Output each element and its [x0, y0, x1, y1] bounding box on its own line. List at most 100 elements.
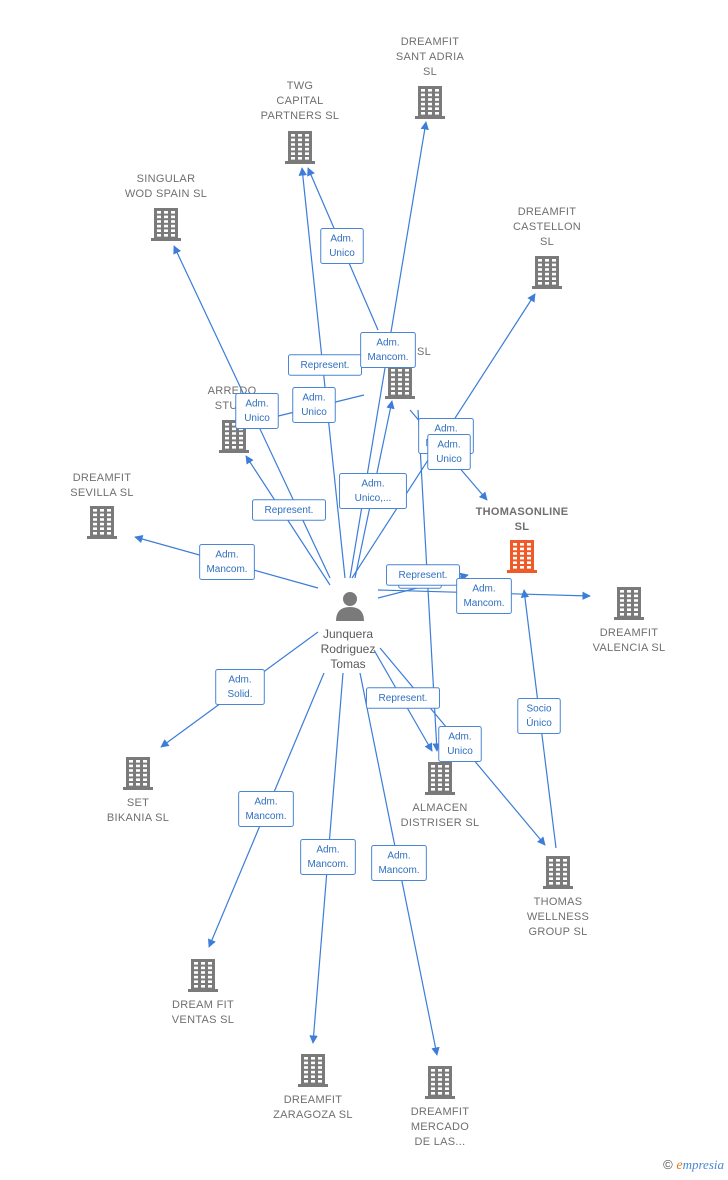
- svg-text:Adm.Mancom.: Adm.Mancom.: [463, 584, 504, 610]
- svg-text:Adm.Unico: Adm.Unico: [436, 440, 462, 466]
- company-castellon-building-icon[interactable]: [532, 256, 562, 289]
- edge-label-solid[interactable]: Adm. Solid.: [215, 669, 265, 705]
- company-label-line: DREAM FIT: [172, 999, 234, 1011]
- svg-text:Adm.Unico: Adm.Unico: [329, 234, 355, 260]
- svg-text:Adm.Mancom.: Adm. Mancom.: [245, 797, 286, 823]
- edge-labels-layer: Adm.UnicoRepresent.Adm.Mancom.Adm.UnicoA…: [199, 228, 561, 881]
- company-twg-building-icon[interactable]: [285, 131, 315, 164]
- company-label-line: THOMASONLINE: [476, 506, 569, 518]
- company-label-line: BIKANIA SL: [107, 812, 169, 824]
- company-zaragoza-label[interactable]: DREAMFIT ZARAGOZA SL: [273, 1094, 353, 1121]
- edge-label-line: Adm.: [376, 338, 399, 349]
- company-bikania-label[interactable]: SET BIKANIA SL: [107, 797, 169, 824]
- edge-label-represent-right[interactable]: Represent.: [386, 564, 460, 586]
- edge-label-line: Mancom.: [245, 811, 286, 822]
- company-label-line: DREAMFIT: [411, 1106, 470, 1118]
- svg-text:Represent.: Represent.: [399, 570, 448, 581]
- edge-label-mancom-top[interactable]: Adm. Mancom.: [360, 332, 416, 368]
- edge-label-unico-distriser[interactable]: Adm.Unico: [438, 726, 482, 762]
- company-label-line: DREAMFIT: [401, 36, 460, 48]
- edge-label-line: Solid.: [227, 689, 252, 700]
- company-sant-adria-building-icon[interactable]: [415, 86, 445, 119]
- company-zaragoza-building-icon[interactable]: [298, 1054, 328, 1087]
- company-label-line: DREAMFIT: [518, 206, 577, 218]
- edge-label-mancom-sevilla[interactable]: Adm.Mancom.: [199, 544, 255, 580]
- company-label-line: SL: [515, 521, 530, 533]
- company-label-line: SINGULAR: [137, 173, 196, 185]
- edge-label-line: Único: [526, 716, 552, 729]
- edge-label-represent-top[interactable]: Represent.: [288, 354, 362, 376]
- company-center-sl-label[interactable]: SL: [417, 346, 431, 358]
- edge-label-unico-dots[interactable]: Adm.Unico,...: [339, 473, 407, 509]
- edge-label-mancom-ventas[interactable]: Adm. Mancom.: [238, 791, 294, 827]
- svg-text:Adm.Unico: Adm.Unico: [301, 393, 327, 419]
- company-label-line: PARTNERS SL: [261, 110, 340, 122]
- company-label-line: SL: [540, 236, 554, 248]
- company-distriser-building-icon[interactable]: [425, 762, 455, 795]
- person-name-line: Tomas: [330, 657, 365, 671]
- company-label-line: SET: [127, 797, 149, 809]
- edge-label-line: Unico,...: [355, 493, 392, 504]
- company-label-line: ZARAGOZA SL: [273, 1109, 353, 1121]
- brand-logo-text: mpresia: [682, 1157, 724, 1172]
- company-thomasonline-building-icon[interactable]: [507, 540, 537, 573]
- edge-label-line: Adm.: [228, 675, 251, 686]
- company-label-line: MERCADO: [411, 1121, 469, 1133]
- company-mercado-label[interactable]: DREAMFIT MERCADO DE LAS...: [411, 1106, 470, 1148]
- company-label-line: DREAMFIT: [284, 1094, 343, 1106]
- svg-text:Represent.: Represent.: [301, 360, 350, 371]
- company-thomasonline-label[interactable]: THOMASONLINE SL: [476, 506, 569, 533]
- company-valencia-building-icon[interactable]: [614, 587, 644, 620]
- company-label-line: DREAMFIT: [600, 627, 659, 639]
- edge-label-twg[interactable]: Adm.Unico: [320, 228, 364, 264]
- company-ventas-building-icon[interactable]: [188, 959, 218, 992]
- company-bikania-building-icon[interactable]: [123, 757, 153, 790]
- company-label-line: DISTRISER SL: [401, 817, 480, 829]
- company-mercado-building-icon[interactable]: [425, 1066, 455, 1099]
- edge-label-unico-thomas[interactable]: Adm.Unico: [427, 434, 471, 470]
- company-label-line: CAPITAL: [276, 95, 323, 107]
- edge-label-mancom-mercado[interactable]: Adm.Mancom.: [371, 845, 427, 881]
- svg-text:Adm.Unico,...: Adm.Unico,...: [355, 479, 392, 505]
- company-label-line: SL: [417, 346, 431, 358]
- company-center-sl-building-icon[interactable]: [385, 366, 415, 399]
- svg-text:Adm.Mancom.: Adm.Mancom.: [206, 550, 247, 576]
- edge-label-line: Adm.: [387, 851, 410, 862]
- edge-label-line: Represent.: [301, 360, 350, 371]
- edge-label-line: Adm.: [245, 399, 268, 410]
- edge-label-represent-low[interactable]: Represent.: [366, 687, 440, 709]
- company-label-line: TWG: [287, 80, 314, 92]
- edge-label-line: Represent.: [379, 693, 428, 704]
- company-label-line: GROUP SL: [528, 926, 587, 938]
- edge-label-unico-center[interactable]: Adm.Unico: [292, 387, 336, 423]
- company-wellness-building-icon[interactable]: [543, 856, 573, 889]
- edge-label-represent-arredo[interactable]: Represent.: [252, 499, 326, 521]
- company-label-line: THOMAS: [534, 896, 583, 908]
- company-label-line: SEVILLA SL: [70, 487, 134, 499]
- person-icon[interactable]: [336, 592, 364, 621]
- edge-label-mancom-zaragoza[interactable]: Adm.Mancom.: [300, 839, 356, 875]
- brand-footer: © empresia: [663, 1157, 724, 1174]
- edge-label-unico-arredo[interactable]: Adm.Unico: [235, 393, 279, 429]
- edge-label-line: Adm.: [254, 797, 277, 808]
- company-label-line: DE LAS...: [415, 1136, 466, 1148]
- svg-text:Adm.Mancom.: Adm. Mancom.: [367, 338, 408, 364]
- edge-label-line: Unico: [329, 248, 355, 259]
- company-sevilla-building-icon[interactable]: [87, 506, 117, 539]
- edge-label-line: Mancom.: [367, 352, 408, 363]
- company-singular-building-icon[interactable]: [151, 208, 181, 241]
- company-twg-label[interactable]: TWG CAPITAL PARTNERS SL: [261, 80, 340, 122]
- edge-label-mancom-valencia[interactable]: Adm.Mancom.: [456, 578, 512, 614]
